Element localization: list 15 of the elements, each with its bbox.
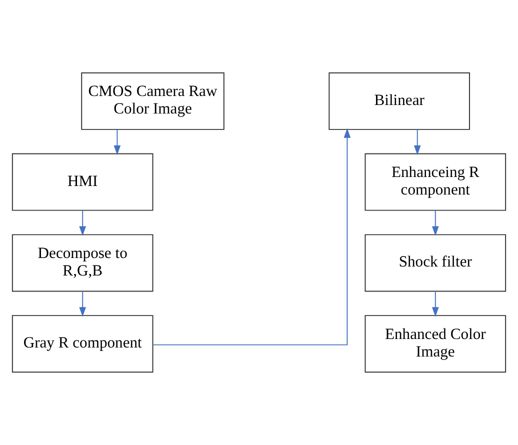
arrow	[114, 128, 121, 156]
node-box: Enhanced Color Image	[364, 315, 506, 373]
node-box: Bilinear	[328, 72, 470, 130]
arrow	[432, 290, 439, 317]
node-box: CMOS Camera Raw Color Image	[81, 72, 224, 130]
node-box: Gray R component	[12, 315, 154, 373]
arrow	[79, 210, 86, 236]
node-box: Enhanceing R component	[364, 153, 506, 211]
node-box: Shock filter	[364, 234, 506, 292]
arrow	[414, 128, 421, 156]
node-box: Decompose to R,G,B	[12, 234, 154, 292]
arrow	[152, 128, 351, 346]
node-box: HMI	[12, 153, 154, 211]
arrow	[79, 290, 86, 317]
arrow	[432, 210, 439, 236]
